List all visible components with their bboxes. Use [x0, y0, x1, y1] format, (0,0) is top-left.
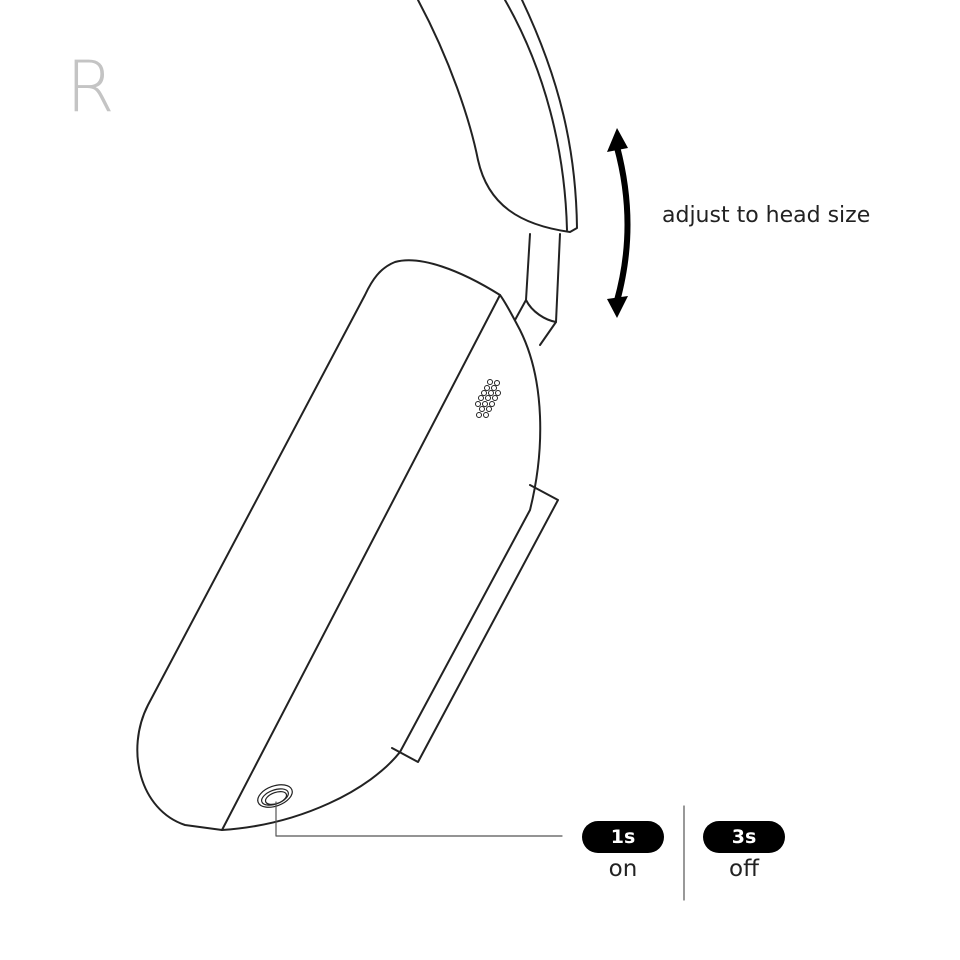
action-label-on: on — [608, 856, 638, 882]
slider-arm — [514, 299, 557, 346]
mic-grille-icon — [475, 379, 501, 418]
side-indicator: R — [66, 46, 115, 128]
duration-badge-on: 1s — [582, 821, 664, 853]
callout-line — [275, 801, 563, 837]
duration-badge-off: 3s — [703, 821, 785, 853]
power-button-icon — [257, 784, 293, 808]
earcup-shell — [221, 294, 542, 831]
slider — [525, 233, 561, 323]
headband — [417, 0, 578, 233]
action-label-off: off — [729, 856, 759, 882]
ear-pad — [136, 259, 501, 831]
headband-edge — [504, 0, 568, 231]
adjust-label: adjust to head size — [662, 203, 871, 228]
cushion-plate — [391, 484, 559, 763]
double-arrow-icon — [607, 128, 631, 318]
